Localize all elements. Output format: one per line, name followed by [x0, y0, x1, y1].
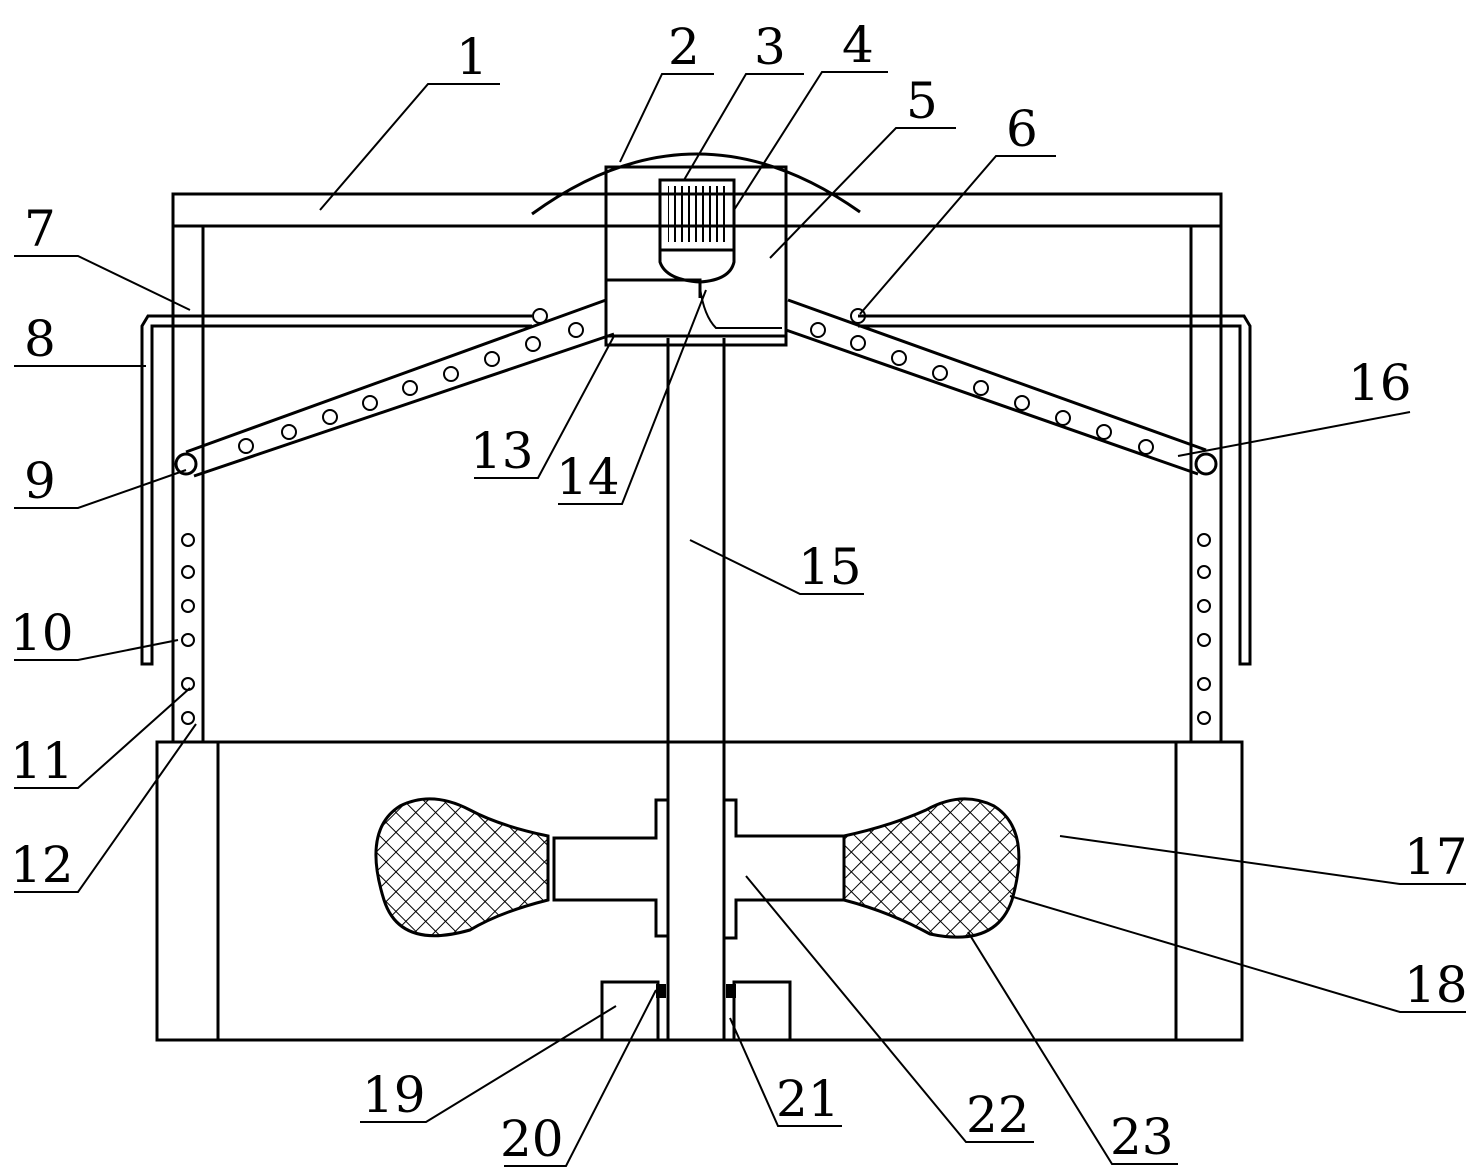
left-brush-head [374, 797, 550, 938]
left-nozzles [238, 308, 584, 454]
left-hook-rail [140, 314, 532, 666]
label-1: 1 [456, 28, 488, 86]
label-6: 6 [1006, 100, 1038, 158]
label-22: 22 [966, 1086, 1030, 1144]
label-12: 12 [10, 836, 74, 894]
label-16: 16 [1348, 354, 1412, 412]
leader-lines [14, 71, 1466, 1167]
label-20: 20 [500, 1110, 564, 1168]
label-14: 14 [556, 448, 620, 506]
label-13: 13 [470, 422, 534, 480]
label-2: 2 [668, 18, 700, 76]
central-shaft [666, 338, 726, 1040]
label-23: 23 [1110, 1108, 1174, 1166]
left-spray-pipe [185, 298, 615, 478]
left-side-nozzles [181, 533, 195, 725]
right-nozzles [810, 308, 1154, 455]
right-hinge [1194, 452, 1218, 476]
right-spray-pipe [785, 298, 1207, 476]
left-hinge [174, 452, 198, 476]
right-hook-rail [858, 314, 1252, 666]
motor-housing [604, 165, 788, 347]
label-8: 8 [24, 310, 56, 368]
curved-shield [531, 152, 861, 216]
label-9: 9 [24, 452, 56, 510]
bearing-seats [600, 980, 792, 1042]
label-18: 18 [1404, 956, 1468, 1014]
label-5: 5 [906, 72, 938, 130]
label-19: 19 [362, 1066, 426, 1124]
base-tank [155, 740, 1244, 1042]
label-4: 4 [842, 16, 874, 74]
label-17: 17 [1404, 828, 1468, 886]
label-15: 15 [798, 538, 862, 596]
label-3: 3 [754, 18, 786, 76]
label-21: 21 [776, 1070, 840, 1128]
part-labels: 1 2 3 4 5 6 7 8 9 10 11 12 13 14 15 16 1… [10, 16, 1468, 1168]
right-post [1189, 224, 1223, 744]
right-brush-head [842, 797, 1021, 939]
label-7: 7 [24, 200, 56, 258]
rotor-hub [552, 798, 846, 940]
label-11: 11 [10, 732, 74, 790]
label-10: 10 [10, 604, 74, 662]
right-side-nozzles [1197, 533, 1211, 725]
motor [658, 178, 736, 284]
inner-pipe [604, 278, 782, 338]
